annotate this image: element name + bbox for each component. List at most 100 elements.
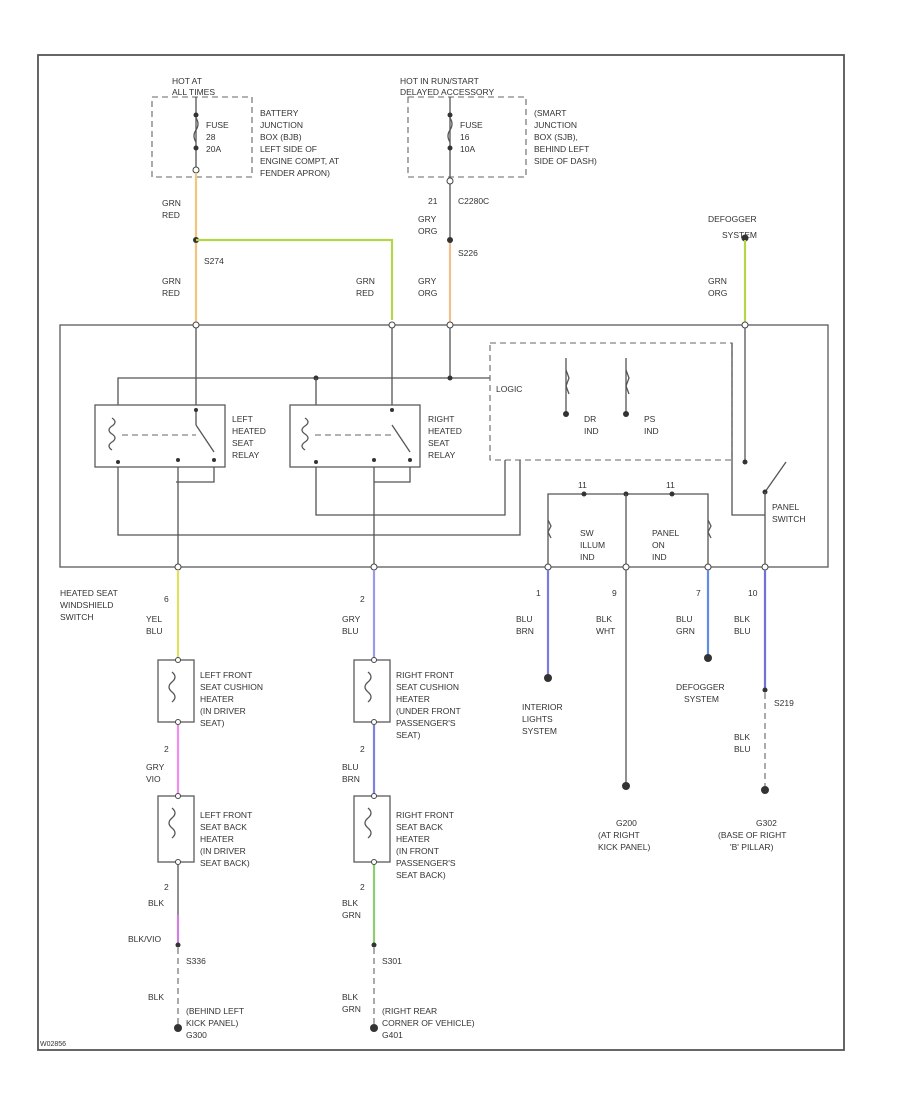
pin-label-7: 7 [696, 588, 701, 598]
ps-ind-label-1: PS [644, 414, 656, 424]
sjb-line3: BOX (SJB), [534, 132, 578, 142]
out-int-label-1: INTERIOR [522, 702, 563, 712]
defogger-top-label-2: SYSTEM [722, 230, 757, 240]
pin-label-1: 1 [536, 588, 541, 598]
bjb-line5: ENGINE COMPT, AT [260, 156, 339, 166]
lc-h2-3: HEATER [200, 834, 234, 844]
rc-pin1: 2 [360, 744, 365, 754]
lc-h2-5: SEAT BACK) [200, 858, 250, 868]
ground-g401-icon [370, 1024, 378, 1032]
lc-wire4: BLK/VIO [128, 934, 161, 944]
sw-illum-label-1: SW [580, 528, 594, 538]
pin-label-6: 6 [164, 594, 169, 604]
hot-run-label-2: DELAYED ACCESSORY [400, 87, 494, 97]
sw-illum-label-3: IND [580, 552, 595, 562]
dr-ind-label-1: DR [584, 414, 596, 424]
out-g200-label-1: G200 [616, 818, 637, 828]
left-back-heater [157, 795, 195, 863]
wire-color-grn-2: GRN [162, 276, 181, 286]
panel-switch-label-1: PANEL [772, 502, 800, 512]
rc-h1-1: RIGHT FRONT [396, 670, 454, 680]
out-g302-wire-b: BLU [734, 626, 751, 636]
rc-pin2: 2 [360, 882, 365, 892]
dr-indicator-resistor [565, 369, 570, 395]
panel-switch-label-2: SWITCH [772, 514, 806, 524]
right-cushion-heater-element [364, 671, 372, 703]
interior-lights-arrow-icon [544, 674, 552, 682]
fuse16-rating: 10A [460, 144, 475, 154]
fuse16-number: 16 [460, 132, 470, 142]
lc-h1-2: SEAT CUSHION [200, 682, 263, 692]
top-mid-feed: HOT IN RUN/START DELAYED ACCESSORY FUSE … [400, 76, 597, 322]
rc-wire4-b: GRN [342, 1004, 361, 1014]
left-relay-coil [108, 417, 116, 451]
left-relay-label-4: RELAY [232, 450, 260, 460]
pin-label-9: 9 [612, 588, 617, 598]
top-left-feed: HOT AT ALL TIMES FUSE 28 20A BATTERY JUN… [151, 76, 394, 322]
lc-wire1-b: BLU [146, 626, 163, 636]
hot-label-line2: ALL TIMES [172, 87, 215, 97]
hot-label-line1: HOT AT [172, 76, 202, 86]
ground-g302-icon [761, 786, 769, 794]
sjb-line2: JUNCTION [534, 120, 577, 130]
rc-wire1-b: BLU [342, 626, 359, 636]
lc-h1-3: HEATER [200, 694, 234, 704]
sw-illum-resistor [547, 519, 552, 539]
connector-c2280c: C2280C [458, 196, 489, 206]
right-relay-coil [301, 417, 309, 451]
wire-color-red: RED [162, 210, 180, 220]
rc-wire2-a: BLU [342, 762, 359, 772]
lc-pin1: 2 [164, 744, 169, 754]
out-int-label-3: SYSTEM [522, 726, 557, 736]
module-name-3: SWITCH [60, 612, 94, 622]
sjb-line4: BEHIND LEFT [534, 144, 589, 154]
panel-bus-pin-label: 11 [666, 480, 675, 490]
right-back-heater [353, 795, 391, 863]
bjb-line3: BOX (BJB) [260, 132, 302, 142]
splice-label-s226: S226 [458, 248, 478, 258]
wire-color-red-3: RED [356, 288, 374, 298]
right-heater-chain: GRY BLU RIGHT FRONT SEAT CUSHION HEATER … [342, 570, 475, 1040]
wire-color-grn: GRN [162, 198, 181, 208]
dr-indicator-led [563, 411, 569, 417]
rc-wire3-b: GRN [342, 910, 361, 920]
out-defog-label-1: DEFOGGER [676, 682, 725, 692]
panel-switch-contact [764, 461, 787, 493]
left-relay-contact [195, 424, 215, 453]
rc-h2-4: (IN FRONT [396, 846, 439, 856]
bjb-line1: BATTERY [260, 108, 299, 118]
panel-on-label-1: PANEL [652, 528, 680, 538]
connector-pin-21: 21 [428, 196, 438, 206]
wire-color-grn-3: GRN [356, 276, 375, 286]
right-back-heater-element [364, 807, 372, 839]
out-g302-wire2-a: BLK [734, 732, 750, 742]
hot-run-label-1: HOT IN RUN/START [400, 76, 479, 86]
ground-g200-icon [622, 782, 630, 790]
lc-wire3: BLK [148, 898, 164, 908]
pin-label-10: 10 [748, 588, 758, 598]
out-int-wire-a: BLU [516, 614, 533, 624]
diagram-id: W02856 [40, 1041, 66, 1048]
left-relay-box [94, 404, 226, 468]
bjb-line6: FENDER APRON) [260, 168, 330, 178]
logic-box [489, 342, 733, 461]
heated-seat-module: LEFT HEATED SEAT RELAY RIGHT HEATED SEAT… [59, 321, 829, 571]
out-g200-wire-a: BLK [596, 614, 612, 624]
rc-splice: S301 [382, 956, 402, 966]
lc-h2-2: SEAT BACK [200, 822, 247, 832]
lc-h2-1: LEFT FRONT [200, 810, 252, 820]
out-int-wire-b: BRN [516, 626, 534, 636]
lc-ground-3: G300 [186, 1030, 207, 1040]
ps-indicator-led [623, 411, 629, 417]
splice-s226 [447, 237, 453, 243]
fuse-label: FUSE [206, 120, 229, 130]
module-name-2: WINDSHIELD [60, 600, 113, 610]
left-cushion-heater [157, 659, 195, 723]
lc-wire2-a: GRY [146, 762, 165, 772]
rc-wire1-a: GRY [342, 614, 361, 624]
out-int-label-2: LIGHTS [522, 714, 553, 724]
out-defog-label-2: SYSTEM [684, 694, 719, 704]
lc-pin2: 2 [164, 882, 169, 892]
left-relay-label-2: HEATED [232, 426, 266, 436]
